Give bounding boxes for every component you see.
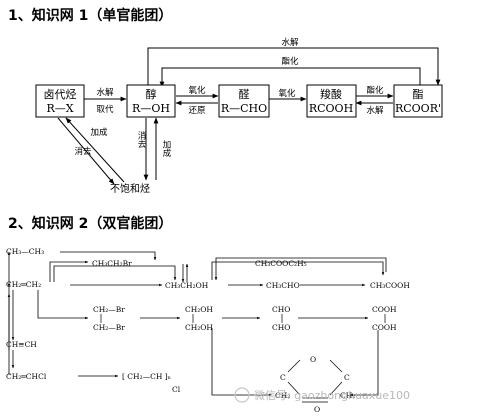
node-carboxylic-acid: 羧酸 RCOOH bbox=[306, 84, 357, 118]
node-haloalkane: 卤代烃 R—X bbox=[35, 84, 85, 118]
chem-oxalic-top: COOH bbox=[372, 305, 397, 314]
chem-glycol-top: CH₂OH bbox=[185, 305, 213, 314]
label-alcohol-elimination: 消去 bbox=[136, 130, 146, 149]
label-top-esterification: 酯化 bbox=[281, 56, 299, 67]
svg-text:C: C bbox=[280, 373, 286, 382]
alkene-to-halide-arrow bbox=[65, 117, 125, 183]
label-alcohol-addition: 加成 bbox=[161, 139, 171, 158]
chem-glyoxal-top: CHO bbox=[272, 305, 290, 314]
section1-title: 1、知识网 1（单官能团） bbox=[8, 8, 173, 24]
node-alcohol: 醇 R—OH bbox=[126, 84, 176, 118]
label-halide-alcohol-bottom: 取代 bbox=[96, 104, 114, 115]
chem-dibromo-top: CH₂—Br bbox=[93, 305, 125, 314]
svg-text:RCOOH: RCOOH bbox=[309, 102, 353, 115]
svg-text:O: O bbox=[314, 405, 320, 414]
label-halide-elimination: 消去 bbox=[74, 146, 92, 157]
svg-text:R—CHO: R—CHO bbox=[221, 102, 267, 115]
label-halide-addition: 加成 bbox=[90, 127, 108, 138]
svg-text:RCOOR': RCOOR' bbox=[395, 102, 441, 115]
svg-text:醛: 醛 bbox=[239, 87, 250, 101]
node-unsaturated-hydrocarbon: 不饱和烃 bbox=[110, 182, 150, 195]
chem-acetaldehyde: CH₃CHO bbox=[266, 281, 300, 290]
label-halide-alcohol-top: 水解 bbox=[96, 87, 114, 98]
esterification-arrow bbox=[159, 67, 421, 88]
label-alcohol-aldehyde-top: 氧化 bbox=[188, 85, 206, 96]
chem-ethane: CH₃—CH₃ bbox=[6, 247, 44, 256]
chem-ethene: CH₂═CH₂ bbox=[6, 280, 41, 289]
chem-glycol-bottom: CH₂OH bbox=[185, 323, 213, 332]
chem-ethyl-acetate: CH₃COOC₂H₅ bbox=[255, 259, 307, 268]
svg-text:酯: 酯 bbox=[413, 88, 424, 101]
section2-title: 2、知识网 2（双官能团） bbox=[8, 216, 173, 232]
svg-text:羧酸: 羧酸 bbox=[320, 87, 342, 101]
chem-pvc-cl: Cl bbox=[172, 385, 181, 394]
svg-text:C: C bbox=[344, 373, 350, 382]
section2-molecules: CH₃—CH₃ CH₂═CH₂ CH≡CH CH₂═CHCl [ CH₂—CH … bbox=[6, 247, 410, 394]
svg-text:R—OH: R—OH bbox=[132, 102, 170, 115]
label-aldehyde-acid: 氧化 bbox=[278, 88, 296, 99]
watermark-text: 微信号: gaozhonghuaxue100 bbox=[254, 388, 410, 402]
chem-ethyne: CH≡CH bbox=[6, 340, 37, 349]
edge-labels: 水解 酯化 水解 取代 氧化 还原 氧化 酯化 水解 加成 消去 消去 加成 bbox=[74, 37, 384, 158]
chem-ethanol: CH₃CH₂OH bbox=[165, 281, 209, 290]
svg-text:卤代烃: 卤代烃 bbox=[44, 88, 77, 101]
watermark: 微信号: gaozhonghuaxue100 bbox=[234, 387, 410, 403]
label-acid-ester-top: 酯化 bbox=[366, 85, 384, 96]
svg-text:O: O bbox=[310, 355, 316, 364]
ester-hydrolysis-arrow bbox=[147, 47, 441, 87]
chem-cyclic-ester: O C C CH₂ CH₂ O bbox=[275, 355, 355, 414]
chem-acetic-acid: CH₃COOH bbox=[370, 281, 410, 290]
chem-glyoxal-bottom: CHO bbox=[272, 323, 290, 332]
chem-pvc: [ CH₂—CH ]ₙ bbox=[122, 372, 171, 381]
svg-text:CH₂: CH₂ bbox=[275, 391, 290, 400]
label-acid-ester-bottom: 水解 bbox=[366, 105, 384, 116]
svg-text:CH₂: CH₂ bbox=[340, 391, 355, 400]
label-alcohol-aldehyde-bottom: 还原 bbox=[188, 105, 205, 116]
chem-ethyl-bromide: CH₃CH₂Br bbox=[92, 259, 132, 268]
wechat-icon bbox=[234, 387, 250, 403]
svg-text:醇: 醇 bbox=[146, 87, 157, 101]
svg-text:R—X: R—X bbox=[46, 102, 73, 115]
chem-dibromo-bottom: CH₂—Br bbox=[93, 323, 125, 332]
chem-oxalic-bottom: COOH bbox=[372, 323, 397, 332]
chem-vinyl-chloride: CH₂═CHCl bbox=[6, 372, 47, 381]
node-aldehyde: 醛 R—CHO bbox=[218, 84, 270, 118]
halide-to-alkene-arrow bbox=[57, 117, 115, 185]
node-ester: 酯 RCOOR' bbox=[393, 84, 443, 118]
section2-arrows bbox=[7, 251, 387, 397]
label-top-hydrolysis: 水解 bbox=[281, 37, 299, 48]
